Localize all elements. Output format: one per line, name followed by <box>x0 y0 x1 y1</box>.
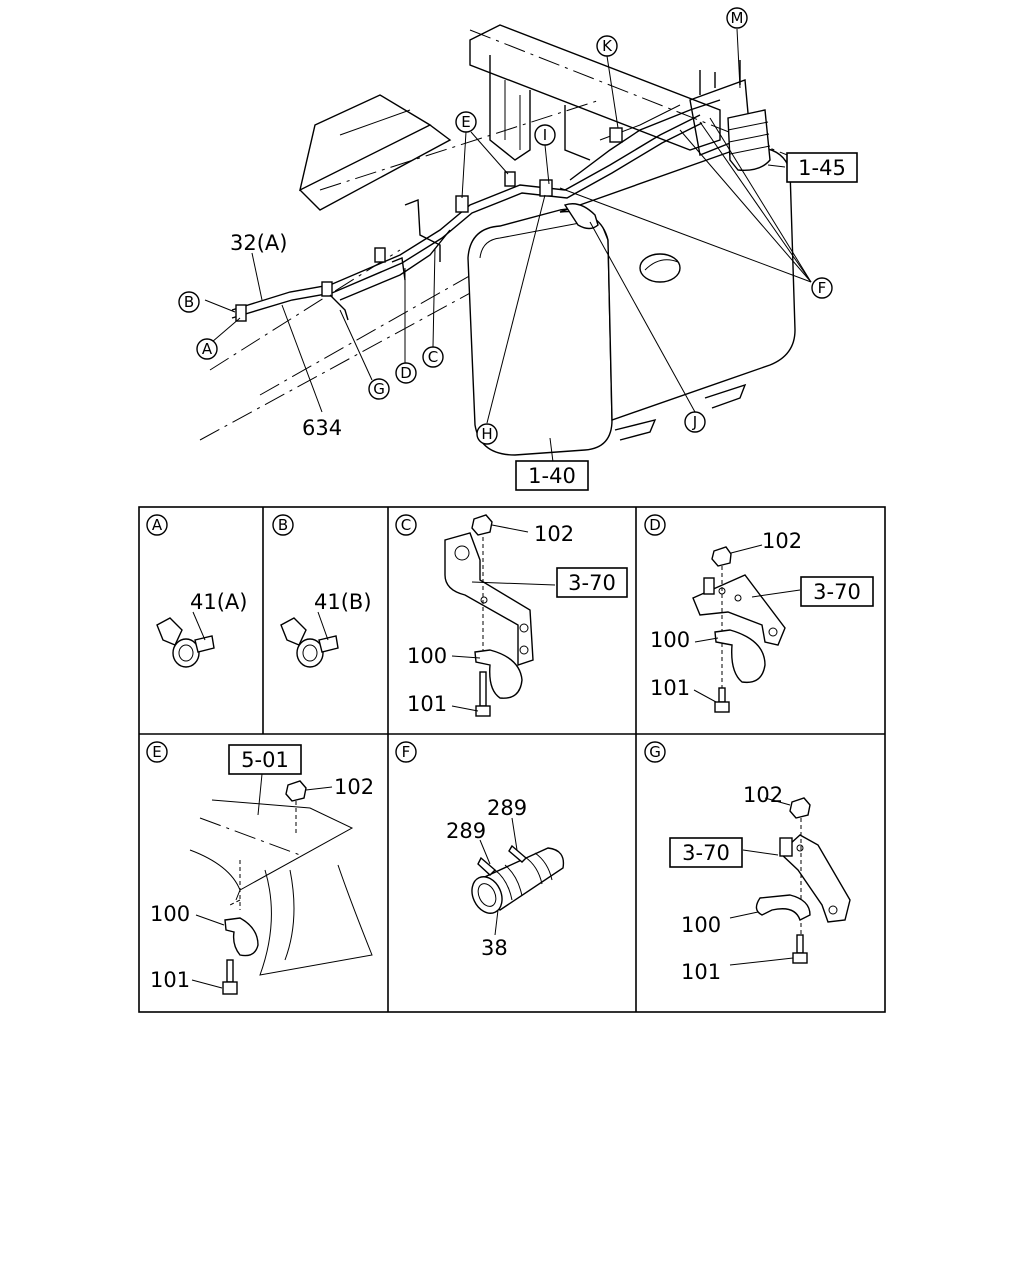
label-c-ref-3-70: 3-70 <box>568 571 616 595</box>
detail-c: C 102 3-70 100 101 <box>395 514 628 717</box>
svg-text:A: A <box>202 340 213 358</box>
svg-text:B: B <box>278 516 288 534</box>
svg-text:C: C <box>401 516 411 534</box>
label-e-bolt-101: 101 <box>150 968 190 992</box>
svg-text:F: F <box>818 279 827 297</box>
label-c-nut-102: 102 <box>534 522 574 546</box>
svg-text:1-45: 1-45 <box>798 156 846 180</box>
label-d-bolt-101: 101 <box>650 676 690 700</box>
label-e-nut-102: 102 <box>334 775 374 799</box>
detail-e: E 5-01 102 100 101 <box>146 741 374 995</box>
label-hose-32a: 32(A) <box>230 231 287 255</box>
label-f-clamp-289-right: 289 <box>487 796 527 820</box>
detail-b: B 41(B) <box>272 514 372 668</box>
svg-text:A: A <box>152 516 163 534</box>
callout-b: B <box>178 291 200 313</box>
svg-text:G: G <box>373 380 385 398</box>
svg-text:E: E <box>461 113 470 131</box>
label-e-clip-100: 100 <box>150 902 190 926</box>
label-c-clip-100: 100 <box>407 644 447 668</box>
label-d-ref-3-70: 3-70 <box>813 580 861 604</box>
svg-text:G: G <box>649 743 661 761</box>
svg-text:H: H <box>481 425 492 443</box>
label-g-ref-3-70: 3-70 <box>682 841 730 865</box>
callout-c: C <box>422 346 444 368</box>
label-part-41a: 41(A) <box>190 590 247 614</box>
detail-grid <box>138 506 886 1013</box>
svg-text:C: C <box>428 348 438 366</box>
callout-g: G <box>368 378 390 400</box>
label-d-clip-100: 100 <box>650 628 690 652</box>
label-pipe-634: 634 <box>302 416 342 440</box>
label-g-clip-100: 100 <box>681 913 721 937</box>
callout-i: I <box>534 124 556 146</box>
svg-text:F: F <box>402 743 411 761</box>
callout-m: M <box>726 7 748 29</box>
detail-f: F 289 289 38 <box>395 741 565 960</box>
svg-text:B: B <box>184 293 194 311</box>
svg-text:M: M <box>731 9 744 27</box>
detail-d: D 102 3-70 100 101 <box>644 514 874 713</box>
callout-a: A <box>196 338 218 360</box>
svg-text:D: D <box>400 364 412 382</box>
callout-k: K <box>596 35 618 57</box>
callout-d: D <box>395 362 417 384</box>
label-c-bolt-101: 101 <box>407 692 447 716</box>
ref-box-1-45: 1-45 <box>786 152 858 183</box>
svg-text:1-40: 1-40 <box>528 464 576 488</box>
svg-text:K: K <box>602 37 613 55</box>
callout-e: E <box>455 111 477 133</box>
detail-a: A 41(A) <box>146 514 247 668</box>
ref-box-1-40: 1-40 <box>515 460 589 491</box>
svg-text:E: E <box>152 743 161 761</box>
svg-text:D: D <box>649 516 661 534</box>
callout-h: H <box>476 423 498 445</box>
svg-text:J: J <box>692 413 697 431</box>
svg-text:I: I <box>543 126 547 144</box>
callout-j: J <box>684 411 706 433</box>
label-e-ref-5-01: 5-01 <box>241 748 289 772</box>
label-f-clamp-289-left: 289 <box>446 819 486 843</box>
detail-g: G 102 3-70 100 101 <box>644 741 851 984</box>
label-g-bolt-101: 101 <box>681 960 721 984</box>
label-g-nut-102: 102 <box>743 783 783 807</box>
callout-f: F <box>811 277 833 299</box>
main-assembly-view: A B G D C E I H <box>178 7 858 491</box>
label-d-nut-102: 102 <box>762 529 802 553</box>
label-part-41b: 41(B) <box>314 590 372 614</box>
label-f-hose-38: 38 <box>481 936 508 960</box>
